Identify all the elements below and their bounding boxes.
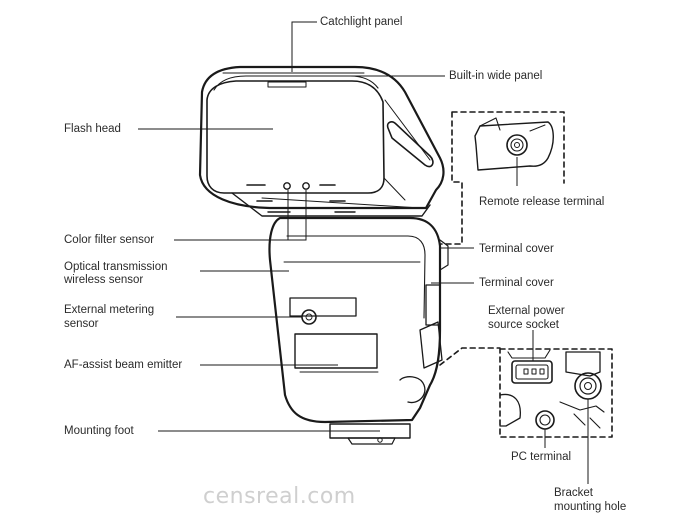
color-filter-sensor-label: Color filter sensor <box>64 234 155 246</box>
leader-lines <box>138 21 589 484</box>
external-metering-label-line2: sensor <box>64 318 99 330</box>
builtin-wide-panel-label: Built-in wide panel <box>449 70 543 82</box>
mounting-foot-shape <box>329 423 411 445</box>
flash-head-shape <box>198 65 445 210</box>
watermark: censreal.com <box>203 484 356 509</box>
af-assist-label: AF-assist beam emitter <box>64 359 183 371</box>
external-power-label-line1: External power <box>488 305 565 317</box>
flash-head-label: Flash head <box>64 123 121 135</box>
terminal-cover-label-1: Terminal cover <box>479 243 554 255</box>
remote-release-inset <box>440 111 565 245</box>
leader-color-filter-2 <box>288 190 307 241</box>
bracket-label-line1: Bracket <box>554 487 593 499</box>
optical-transmission-label-line1: Optical transmission <box>64 261 168 273</box>
leader-catchlight <box>291 21 317 72</box>
flash-neck-shape <box>231 182 431 217</box>
catchlight-panel-label: Catchlight panel <box>320 16 403 28</box>
terminal-inset <box>439 347 613 438</box>
pc-terminal-label: PC terminal <box>511 451 572 463</box>
external-metering-label-line1: External metering <box>64 304 155 316</box>
terminal-cover-label-2: Terminal cover <box>479 277 554 289</box>
bracket-label-line2: mounting hole <box>554 501 627 513</box>
mounting-foot-label: Mounting foot <box>64 425 134 437</box>
optical-transmission-label-line2: wireless sensor <box>64 274 144 286</box>
flash-body-shape <box>268 216 449 424</box>
external-power-label-line2: source socket <box>488 319 559 331</box>
remote-release-terminal-label: Remote release terminal <box>479 196 605 208</box>
